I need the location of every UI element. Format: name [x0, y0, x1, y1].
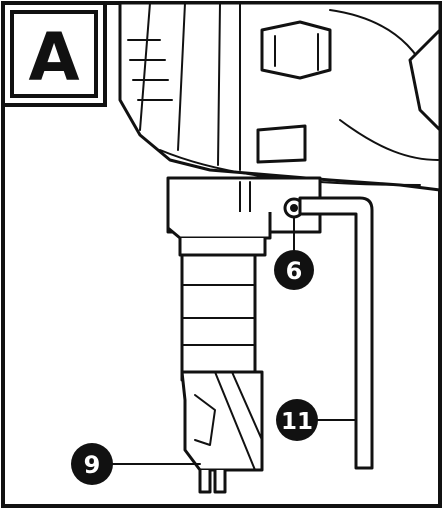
callout-9: 9 — [71, 443, 113, 485]
panel-label: A — [1, 1, 107, 107]
callout-11: 11 — [276, 399, 318, 441]
callout-6-label: 6 — [286, 257, 303, 285]
spindle-shaft — [180, 253, 257, 382]
hex-key — [298, 196, 374, 470]
callout-11-label: 11 — [281, 409, 313, 435]
cutter-head — [180, 370, 264, 494]
callout-6: 6 — [274, 250, 314, 290]
callout-9-label: 9 — [84, 451, 101, 479]
panel-letter: A — [28, 19, 79, 96]
tool-housing — [118, 1, 442, 192]
mounting-collar — [166, 176, 322, 257]
